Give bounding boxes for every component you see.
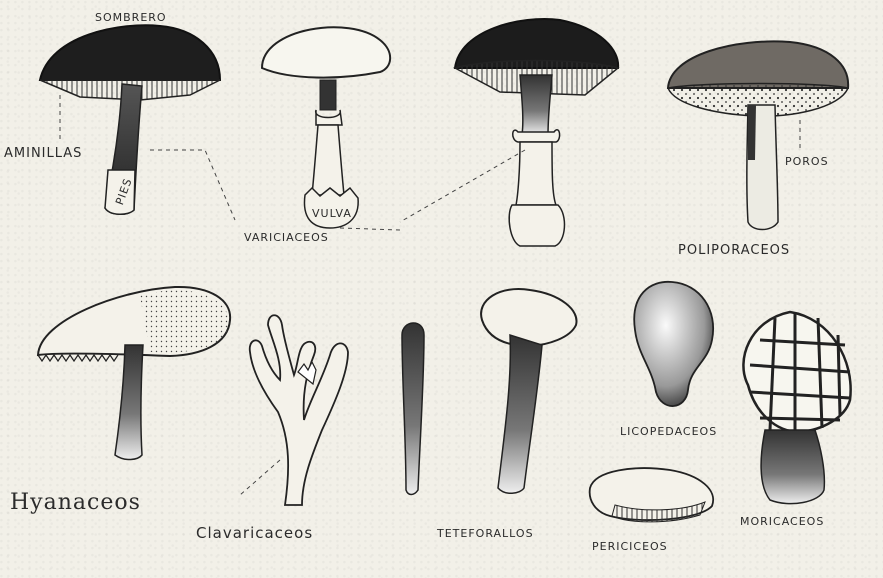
mushroom-clavaria	[250, 315, 348, 505]
mushroom-club	[402, 323, 424, 495]
label-sombrero: SOMBRERO	[95, 11, 167, 24]
label-hydnaceos: Hyanaceos	[10, 490, 141, 515]
label-licoperdaceos: LICOPEDACEOS	[620, 425, 717, 438]
mushroom-morel	[743, 312, 850, 504]
label-laminillas: AMINILLAS	[4, 146, 82, 161]
label-clavariaceos: Clavaricaceos	[196, 524, 313, 542]
mushroom-dark-agaric	[455, 19, 618, 246]
label-pezizaceos: PERICICEOS	[592, 540, 668, 553]
mushroom-cup	[590, 468, 713, 522]
mushroom-puffball	[634, 282, 713, 406]
label-morchelaceos: MORICACEOS	[740, 515, 824, 528]
label-poliporaceos: POLIPORACEOS	[678, 243, 790, 258]
label-poros: POROS	[785, 155, 829, 168]
mushroom-polypore	[668, 41, 848, 229]
mushroom-hydnum	[38, 287, 230, 460]
mushroom-amanita-volva	[262, 27, 390, 228]
mushroom-trumpet	[481, 289, 576, 493]
label-agaricaceos: VARICIACEOS	[244, 231, 329, 244]
label-telephoraceos: TETEFORALLOS	[437, 527, 534, 540]
label-vulva: VULVA	[312, 207, 352, 220]
